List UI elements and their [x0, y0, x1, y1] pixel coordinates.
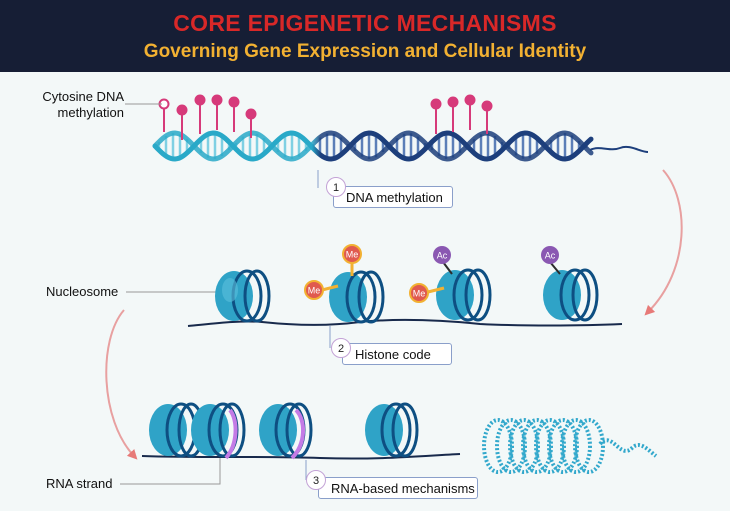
header-banner	[0, 0, 730, 72]
step-3-number: 3	[306, 470, 326, 490]
step-2-number: 2	[331, 338, 351, 358]
svg-text:Me: Me	[308, 286, 321, 296]
dna-strand-back	[152, 130, 594, 162]
methylation-pins	[158, 94, 493, 140]
page-subtitle: Governing Gene Expression and Cellular I…	[143, 41, 587, 62]
nucleosome-4	[543, 268, 599, 322]
methyl-mark-3: Me	[409, 283, 445, 303]
nucleosome-label: Nucleosome	[46, 284, 119, 299]
nucleosome-3	[436, 268, 492, 322]
nucleosome-1	[215, 269, 271, 323]
curve-arrow-left	[105, 309, 138, 460]
rna-leader-line	[120, 456, 221, 485]
dna-tail	[589, 145, 649, 153]
dna-strand-front	[152, 130, 594, 162]
svg-text:Ac: Ac	[437, 251, 448, 261]
methyl-mark-2: Me	[342, 244, 362, 276]
chromatin-tail	[598, 438, 658, 458]
chromatin-coil	[482, 418, 605, 474]
step-3-label: RNA-based mechanisms	[318, 477, 478, 499]
cytosine-methylation-label: Cytosine DNA methylation	[42, 89, 124, 120]
nucleosome-6	[191, 402, 246, 460]
curve-arrow-right	[644, 169, 683, 316]
acetyl-mark-1: Ac	[433, 246, 453, 275]
svg-text:Ac: Ac	[545, 251, 556, 261]
rna-strand-2	[290, 408, 305, 460]
methyl-mark-1: Me	[304, 280, 339, 300]
svg-text:Me: Me	[413, 289, 426, 299]
rna-strand-1	[224, 408, 238, 460]
step-2-label: Histone code	[342, 343, 452, 365]
step-1-label: DNA methylation	[333, 186, 453, 208]
svg-text:Me: Me	[346, 250, 359, 260]
acetyl-mark-2: Ac	[541, 246, 561, 275]
page-title: CORE EPIGENETIC MECHANISMS	[173, 10, 557, 36]
nucleosome-8	[365, 402, 419, 458]
step-1-number: 1	[326, 177, 346, 197]
nucleosome-2	[329, 270, 385, 324]
rna-strand-label: RNA strand	[46, 476, 113, 491]
nucleosome-7	[259, 402, 313, 460]
